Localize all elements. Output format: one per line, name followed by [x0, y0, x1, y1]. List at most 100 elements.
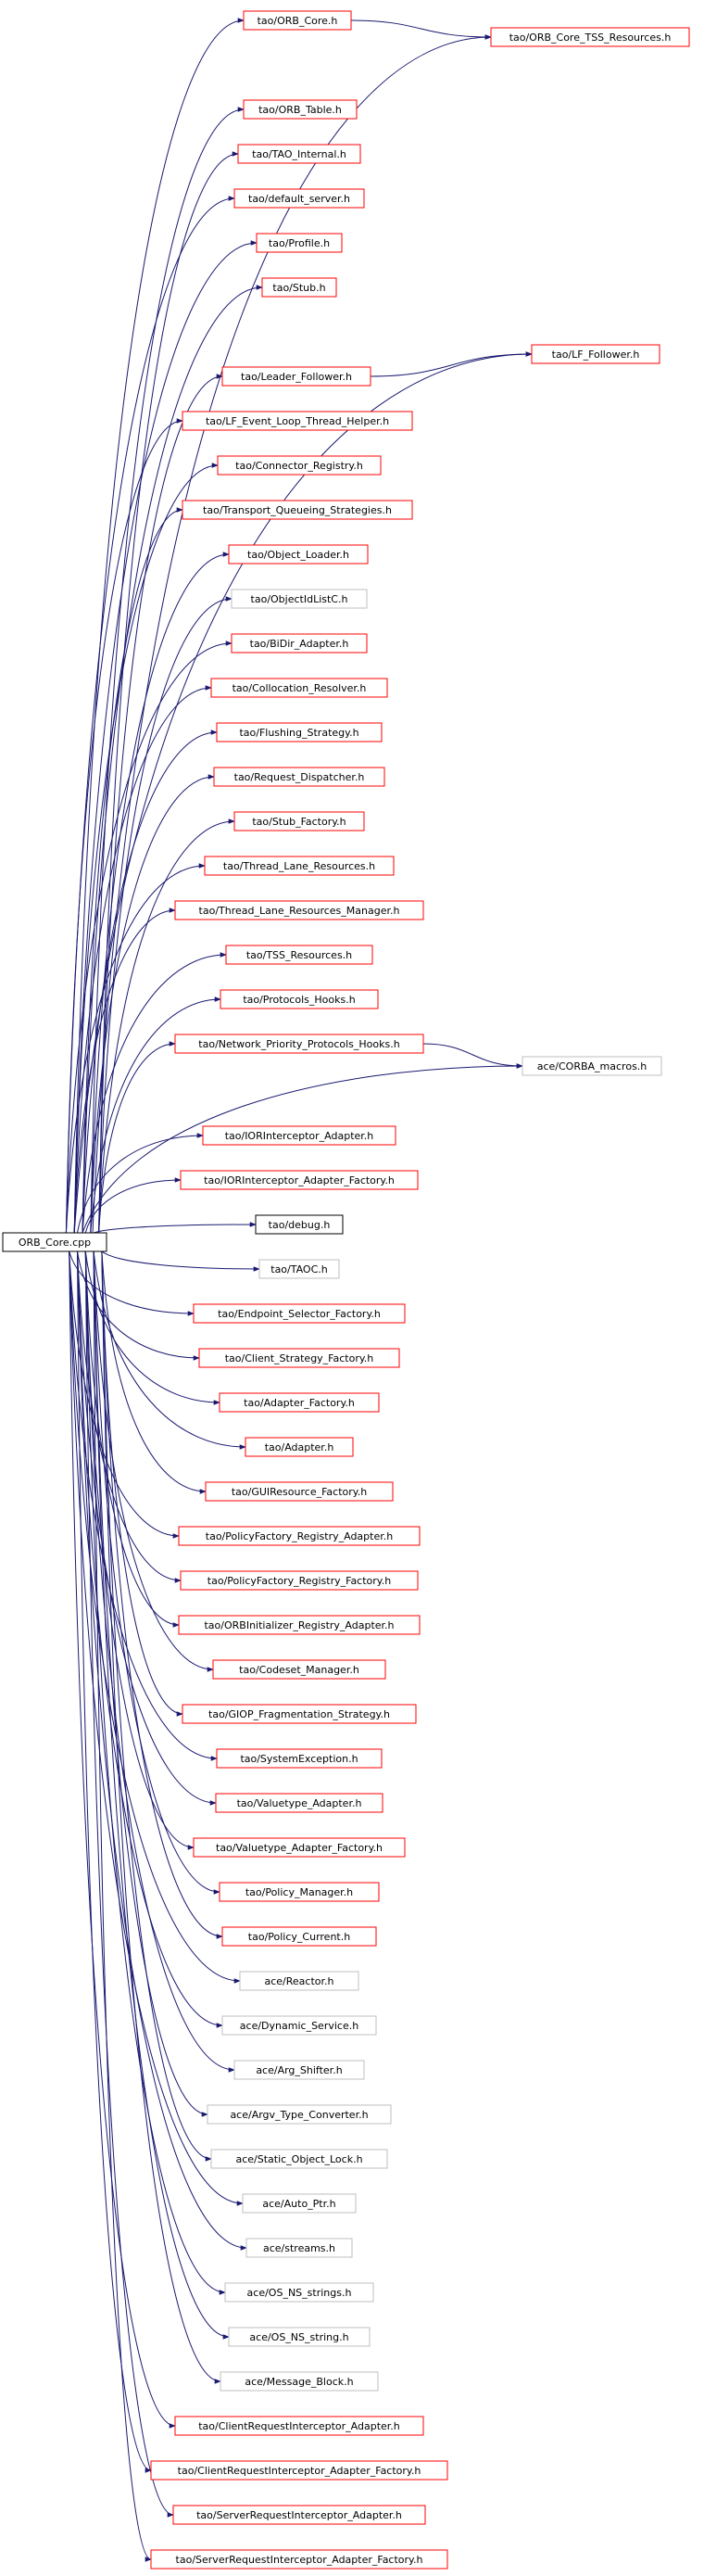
node-box	[182, 1704, 417, 1724]
node-corba-macros[interactable]: ace/CORBA_macros.h	[522, 1056, 662, 1076]
node-adapter[interactable]: tao/Adapter.h	[245, 1437, 354, 1457]
node-box	[231, 633, 368, 654]
edges-layer	[65, 18, 533, 2562]
node-collocation[interactable]: tao/Collocation_Resolver.h	[210, 678, 388, 698]
node-thread-lane[interactable]: tao/Thread_Lane_Resources.h	[204, 856, 395, 876]
node-label: tao/Policy_Manager.h	[245, 1886, 353, 1898]
node-codeset[interactable]: tao/Codeset_Manager.h	[212, 1659, 386, 1680]
node-server-req-adapter-factory[interactable]: tao/ServerRequestInterceptor_Adapter_Fac…	[150, 2549, 448, 2570]
node-box	[220, 989, 379, 1009]
edge-network-priority-to-corba-macros	[422, 1043, 523, 1069]
node-orb-core-h[interactable]: tao/ORB_Core.h	[243, 10, 352, 31]
node-arg-shifter[interactable]: ace/Arg_Shifter.h	[233, 2060, 365, 2080]
node-debug[interactable]: tao/debug.h	[255, 1214, 344, 1235]
node-network-priority[interactable]: tao/Network_Priority_Protocols_Hooks.h	[174, 1034, 424, 1054]
edge-root-to-thread-lane	[65, 863, 206, 1234]
node-label: tao/Codeset_Manager.h	[239, 1664, 359, 1676]
node-box	[172, 2505, 426, 2525]
node-transport-q[interactable]: tao/Transport_Queueing_Strategies.h	[182, 500, 413, 520]
node-box	[233, 811, 365, 831]
edge-root-to-client-strategy	[77, 1250, 200, 1361]
node-os-ns-string[interactable]: ace/OS_NS_string.h	[228, 2327, 371, 2347]
edge-root-to-orbinit-adapter	[84, 1250, 180, 1628]
node-server-req-adapter[interactable]: tao/ServerRequestInterceptor_Adapter.h	[172, 2505, 426, 2525]
node-os-ns-strings[interactable]: ace/OS_NS_strings.h	[224, 2282, 374, 2303]
node-box	[207, 2104, 392, 2125]
node-taoc[interactable]: tao/TAOC.h	[258, 1259, 340, 1279]
edge-root-to-orb-core-h	[73, 18, 245, 1234]
edge-root-to-protocols-hooks	[90, 996, 221, 1234]
node-box	[219, 1392, 380, 1413]
node-box	[182, 500, 413, 520]
node-client-req-adapter-factory[interactable]: tao/ClientRequestInterceptor_Adapter_Fac…	[150, 2460, 448, 2481]
node-request-disp[interactable]: tao/Request_Dispatcher.h	[213, 767, 385, 787]
node-thread-lane-mgr[interactable]: tao/Thread_Lane_Resources_Manager.h	[174, 900, 424, 920]
node-giop-frag[interactable]: tao/GIOP_Fragmentation_Strategy.h	[182, 1704, 417, 1724]
node-client-req-adapter[interactable]: tao/ClientRequestInterceptor_Adapter.h	[174, 2416, 424, 2436]
node-protocols-hooks[interactable]: tao/Protocols_Hooks.h	[220, 989, 379, 1009]
node-object-loader[interactable]: tao/Object_Loader.h	[228, 544, 369, 565]
node-label: tao/ORB_Core.h	[258, 15, 338, 27]
node-tss-resources[interactable]: tao/TSS_Resources.h	[225, 945, 373, 965]
node-system-exception[interactable]: tao/SystemException.h	[216, 1748, 383, 1769]
edge-root-to-valuetype-adapter	[77, 1250, 217, 1806]
node-dynamic-service[interactable]: ace/Dynamic_Service.h	[221, 2015, 377, 2036]
node-stub[interactable]: tao/Stub.h	[261, 277, 337, 298]
node-label: ace/Arg_Shifter.h	[256, 2064, 342, 2076]
node-policy-manager[interactable]: tao/Policy_Manager.h	[219, 1882, 380, 1902]
node-label: tao/GUIResource_Factory.h	[232, 1486, 367, 1498]
edge-root-to-ior-adapter	[77, 1133, 204, 1234]
node-policy-factory-adapter[interactable]: tao/PolicyFactory_Registry_Adapter.h	[178, 1526, 421, 1546]
node-auto-ptr[interactable]: ace/Auto_Ptr.h	[242, 2193, 357, 2214]
node-leader-follower[interactable]: tao/Leader_Follower.h	[221, 366, 371, 387]
node-label: tao/ClientRequestInterceptor_Adapter.h	[198, 2420, 400, 2432]
node-box	[242, 2193, 357, 2214]
node-orb-table[interactable]: tao/ORB_Table.h	[243, 99, 358, 120]
edge-root-to-orb-table	[90, 107, 245, 1234]
node-client-strategy[interactable]: tao/Client_Strategy_Factory.h	[198, 1348, 400, 1368]
edge-root-to-taoc	[101, 1250, 260, 1272]
node-objectidlist[interactable]: tao/ObjectIdListC.h	[231, 589, 368, 609]
node-label: tao/IORInterceptor_Adapter_Factory.h	[204, 1174, 395, 1186]
edge-root-to-leader-follower	[98, 374, 223, 1234]
node-label: tao/ServerRequestInterceptor_Adapter.h	[196, 2509, 402, 2521]
node-label: tao/ClientRequestInterceptor_Adapter_Fac…	[178, 2465, 421, 2477]
node-endpoint-sel[interactable]: tao/Endpoint_Selector_Factory.h	[193, 1303, 406, 1324]
node-ior-adapter-factory[interactable]: tao/IORInterceptor_Adapter_Factory.h	[180, 1170, 419, 1190]
node-policy-current[interactable]: tao/Policy_Current.h	[221, 1926, 377, 1947]
node-label: tao/ServerRequestInterceptor_Adapter_Fac…	[176, 2554, 423, 2566]
node-label: tao/IORInterceptor_Adapter.h	[225, 1130, 374, 1142]
node-ior-adapter[interactable]: tao/IORInterceptor_Adapter.h	[202, 1125, 396, 1146]
node-streams[interactable]: ace/streams.h	[245, 2238, 353, 2258]
node-tss-res[interactable]: tao/ORB_Core_TSS_Resources.h	[490, 27, 690, 47]
node-profile[interactable]: tao/Profile.h	[256, 233, 343, 253]
node-label: ace/Dynamic_Service.h	[240, 2020, 358, 2032]
node-orbinit-adapter[interactable]: tao/ORBInitializer_Registry_Adapter.h	[178, 1615, 421, 1635]
node-box	[245, 1437, 354, 1457]
node-flushing[interactable]: tao/Flushing_Strategy.h	[216, 722, 383, 742]
edge-root-to-objectidlist	[98, 596, 233, 1234]
node-valuetype-adapter-factory[interactable]: tao/Valuetype_Adapter_Factory.h	[193, 1837, 406, 1858]
node-policy-factory-factory[interactable]: tao/PolicyFactory_Registry_Factory.h	[180, 1570, 419, 1591]
node-bidir[interactable]: tao/BiDir_Adapter.h	[231, 633, 368, 654]
node-gui-resource[interactable]: tao/GUIResource_Factory.h	[205, 1481, 394, 1502]
node-static-object-lock[interactable]: ace/Static_Object_Lock.h	[210, 2149, 388, 2169]
node-lf-event[interactable]: tao/LF_Event_Loop_Thread_Helper.h	[182, 411, 413, 431]
node-label: tao/PolicyFactory_Registry_Adapter.h	[206, 1530, 393, 1542]
edge-root-to-tss-resources	[82, 952, 227, 1234]
node-tao-internal[interactable]: tao/TAO_Internal.h	[237, 144, 361, 164]
node-argv-type[interactable]: ace/Argv_Type_Converter.h	[207, 2104, 392, 2125]
node-valuetype-adapter[interactable]: tao/Valuetype_Adapter.h	[215, 1793, 383, 1813]
node-connector-registry[interactable]: tao/Connector_Registry.h	[217, 455, 382, 476]
node-lf-follower[interactable]: tao/LF_Follower.h	[531, 344, 660, 364]
node-box	[490, 27, 690, 47]
node-message-block[interactable]: ace/Message_Block.h	[220, 2371, 379, 2392]
node-default-server[interactable]: tao/default_server.h	[233, 188, 365, 209]
node-root[interactable]: ORB_Core.cpp	[2, 1232, 107, 1252]
node-label: tao/Transport_Queueing_Strategies.h	[203, 504, 392, 516]
node-reactor[interactable]: ace/Reactor.h	[239, 1971, 359, 1991]
edge-root-to-transport-q	[82, 507, 183, 1234]
node-box	[150, 2460, 448, 2481]
node-adapter-factory[interactable]: tao/Adapter_Factory.h	[219, 1392, 380, 1413]
node-stub-factory[interactable]: tao/Stub_Factory.h	[233, 811, 365, 831]
